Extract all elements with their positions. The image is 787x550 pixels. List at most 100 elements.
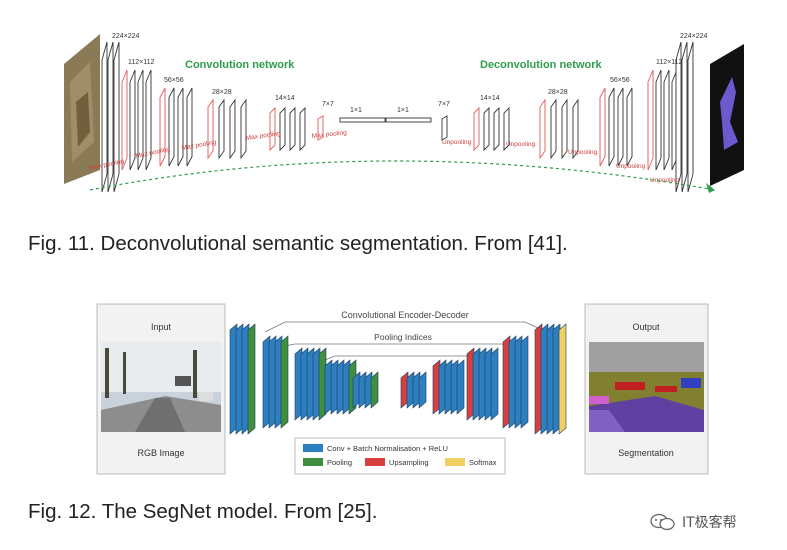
segnet-diagram: Input RGB Image Output Segmentatio bbox=[96, 303, 709, 475]
layer-stacks bbox=[101, 41, 694, 193]
segmentation-label: Segmentation bbox=[618, 448, 674, 458]
legend-label-conv: Conv + Batch Normalisation + ReLU bbox=[327, 444, 448, 453]
legend: Conv + Batch Normalisation + ReLU Poolin… bbox=[294, 437, 506, 475]
feature-map-layer bbox=[137, 69, 144, 171]
conv-network-title: Convolution network bbox=[185, 59, 295, 71]
feature-map-layer bbox=[561, 98, 568, 160]
wechat-icon bbox=[650, 513, 675, 531]
feature-map-layer bbox=[207, 98, 214, 160]
feature-map-layer bbox=[113, 41, 120, 193]
feature-map-layer bbox=[663, 69, 670, 171]
dim-label: 7×7 bbox=[438, 101, 450, 108]
dim-label: 28×28 bbox=[212, 89, 232, 96]
feature-map-layer bbox=[599, 87, 606, 167]
unpooling-label: Unpooling bbox=[650, 177, 680, 184]
feature-map-layer bbox=[240, 98, 247, 160]
watermark-text: IT极客帮 bbox=[682, 515, 737, 531]
feature-map-layer bbox=[186, 87, 193, 167]
segnet-blocks bbox=[229, 323, 567, 435]
segnet-block-soft bbox=[558, 323, 567, 435]
input-title: Input bbox=[151, 322, 172, 332]
legend-label-pooling: Pooling bbox=[327, 458, 352, 467]
segnet-block-conv bbox=[418, 371, 427, 409]
dim-label: 112×112 bbox=[128, 59, 155, 66]
fc-layer bbox=[339, 117, 386, 123]
dim-label: 1×1 bbox=[350, 107, 362, 114]
feature-map-layer bbox=[675, 41, 682, 193]
feature-map-layer bbox=[218, 98, 225, 160]
feature-map-layer bbox=[687, 41, 694, 193]
pooling-indices-label: Pooling Indices bbox=[374, 332, 432, 342]
encoder-decoder-arrow: Convolutional Encoder-Decoder bbox=[264, 310, 548, 333]
feature-map-layer bbox=[299, 106, 306, 152]
segnet-block-conv bbox=[520, 335, 529, 429]
feature-map-layer bbox=[608, 87, 615, 167]
dim-label: 112×112 bbox=[656, 59, 683, 66]
fc-layer bbox=[385, 117, 432, 123]
legend-label-upsampling: Upsampling bbox=[389, 458, 429, 467]
input-panel: Input RGB Image bbox=[96, 303, 226, 475]
feature-map-layer bbox=[626, 87, 633, 167]
segmentation-map bbox=[589, 342, 704, 432]
deconvnet-diagram: Convolution network Deconvolution networ… bbox=[64, 33, 744, 193]
feature-map-layer bbox=[617, 87, 624, 167]
output-title: Output bbox=[632, 322, 660, 332]
max-pooling-label: Max pooling bbox=[245, 130, 281, 142]
unpooling-label: Unpooling bbox=[442, 139, 472, 146]
feature-map-layer bbox=[483, 106, 490, 152]
dim-label: 224×224 bbox=[680, 33, 708, 40]
feature-map-layer bbox=[168, 87, 175, 167]
feature-map-layer bbox=[655, 69, 662, 171]
rgb-image-label: RGB Image bbox=[137, 448, 184, 458]
output-mask bbox=[710, 44, 744, 186]
max-pooling-label: Max pooling bbox=[311, 129, 347, 140]
feature-map-layer bbox=[647, 69, 654, 171]
feature-map-layer bbox=[101, 41, 108, 193]
segnet-block-pool bbox=[318, 347, 327, 421]
feature-map-layer bbox=[279, 106, 286, 152]
feature-map-layer bbox=[159, 87, 166, 167]
feature-map-layer bbox=[289, 106, 296, 152]
segnet-block-conv bbox=[490, 347, 499, 421]
rgb-photo bbox=[101, 342, 221, 432]
segnet-block-pool bbox=[280, 335, 289, 429]
feature-map-layer bbox=[539, 98, 546, 160]
encoder-decoder-label: Convolutional Encoder-Decoder bbox=[341, 310, 469, 320]
unpooling-label: Unpooling bbox=[568, 149, 598, 156]
dim-label: 56×56 bbox=[164, 77, 184, 84]
legend-swatch-conv bbox=[303, 444, 323, 452]
feature-map-layer bbox=[121, 69, 128, 171]
watermark: IT极客帮 bbox=[650, 512, 737, 532]
dim-label: 14×14 bbox=[480, 95, 500, 102]
segnet-block-pool bbox=[370, 371, 379, 409]
feature-map-layer bbox=[503, 106, 510, 152]
feature-map-layer bbox=[441, 115, 448, 141]
feature-map-layer bbox=[317, 115, 324, 141]
feature-map-layer bbox=[473, 106, 480, 152]
feature-map-layer bbox=[129, 69, 136, 171]
dim-label: 14×14 bbox=[275, 95, 295, 102]
feature-map-layer bbox=[550, 98, 557, 160]
segnet-block-conv bbox=[456, 359, 465, 415]
output-panel: Output Segmentation bbox=[584, 303, 709, 475]
dim-label: 28×28 bbox=[548, 89, 568, 96]
feature-map-layer bbox=[145, 69, 152, 171]
feature-map-layer bbox=[493, 106, 500, 152]
dim-label: 1×1 bbox=[397, 107, 409, 114]
flow-arrows bbox=[89, 160, 716, 193]
legend-swatch-pooling bbox=[303, 458, 323, 466]
legend-label-softmax: Softmax bbox=[469, 458, 497, 467]
dim-label: 56×56 bbox=[610, 77, 630, 84]
dim-label: 7×7 bbox=[322, 101, 334, 108]
feature-map-layer bbox=[572, 98, 579, 160]
feature-map-layer bbox=[229, 98, 236, 160]
unpooling-label: Unpooling bbox=[506, 141, 536, 148]
feature-map-layer bbox=[177, 87, 184, 167]
legend-swatch-upsampling bbox=[365, 458, 385, 466]
deconv-network-title: Deconvolution network bbox=[480, 59, 603, 71]
figure-12-caption: Fig. 12. The SegNet model. From [25]. bbox=[28, 500, 378, 523]
unpooling-label: Unpooling bbox=[616, 163, 646, 170]
segnet-block-pool bbox=[247, 323, 256, 435]
feature-map-layer bbox=[681, 41, 688, 193]
feature-map-layer bbox=[107, 41, 114, 193]
